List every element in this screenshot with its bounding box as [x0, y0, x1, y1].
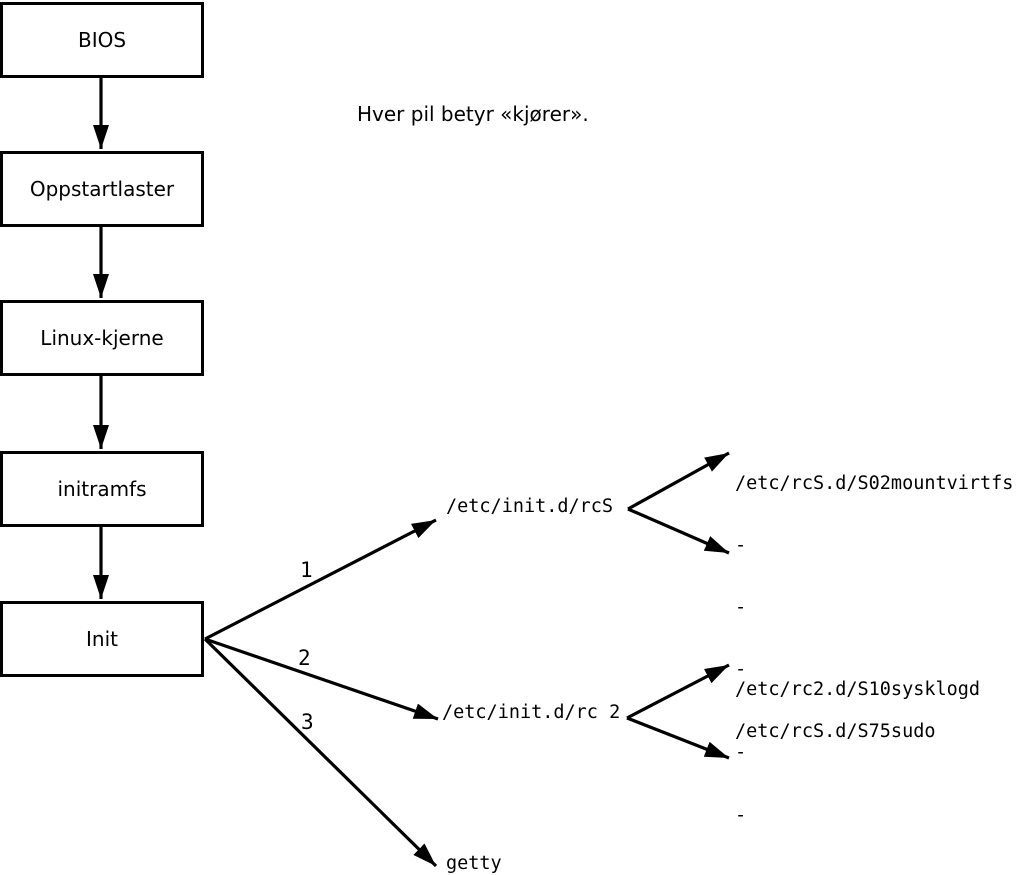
- target-rc2-script: /etc/init.d/rc 2: [442, 702, 621, 723]
- flow-box-label: BIOS: [77, 28, 127, 52]
- arrow-rcs-to-last-script: [627, 507, 730, 555]
- branch-number-1: 1: [300, 558, 313, 582]
- flow-box-linux-kernel: Linux-kjerne: [0, 300, 204, 376]
- arrow-init-to-getty: [203, 637, 438, 868]
- branch-number-2: 2: [298, 646, 311, 670]
- rc2-script-item: -: [735, 805, 747, 826]
- flow-box-label: initramfs: [57, 477, 147, 501]
- rcs-script-item: -: [735, 535, 747, 556]
- branch-number-3: 3: [301, 710, 314, 734]
- target-rcs-script: /etc/init.d/rcS: [446, 496, 614, 517]
- target-getty: getty: [446, 853, 502, 874]
- arrow-rc2-to-first-script: [626, 663, 730, 720]
- rcs-script-item: /etc/rcS.d/S75sudo: [735, 721, 936, 742]
- diagram-caption: Hver pil betyr «kjører».: [357, 102, 589, 126]
- flow-box-label: Linux-kjerne: [40, 326, 164, 350]
- rcs-script-item: /etc/rcS.d/S02mountvirtfs: [735, 473, 1014, 494]
- arrow-init-to-rc2: [204, 637, 439, 721]
- flow-box-bootloader: Oppstartlaster: [0, 151, 204, 227]
- flow-box-initramfs: initramfs: [0, 451, 204, 527]
- rc2-script-item: -: [735, 742, 747, 763]
- arrow-rc2-to-last-script: [626, 716, 730, 760]
- rc2-script-item: /etc/rc2.d/S10sysklogd: [735, 679, 981, 700]
- arrow-rcs-to-first-script: [627, 451, 730, 511]
- flow-box-label: Init: [86, 627, 118, 651]
- rcs-script-list: /etc/rcS.d/S02mountvirtfs - - - /etc/rcS…: [735, 434, 1013, 781]
- rcs-script-item: -: [735, 597, 747, 618]
- flow-box-init: Init: [0, 601, 204, 677]
- flow-box-bios: BIOS: [0, 2, 204, 78]
- flow-box-label: Oppstartlaster: [29, 177, 175, 201]
- rc2-script-list: /etc/rc2.d/S10sysklogd - - - /etc/rc2.d/…: [735, 640, 980, 875]
- arrow-init-to-rcs: [204, 518, 437, 641]
- rc2-script-item: -: [735, 866, 980, 875]
- rcs-script-item: -: [735, 659, 747, 680]
